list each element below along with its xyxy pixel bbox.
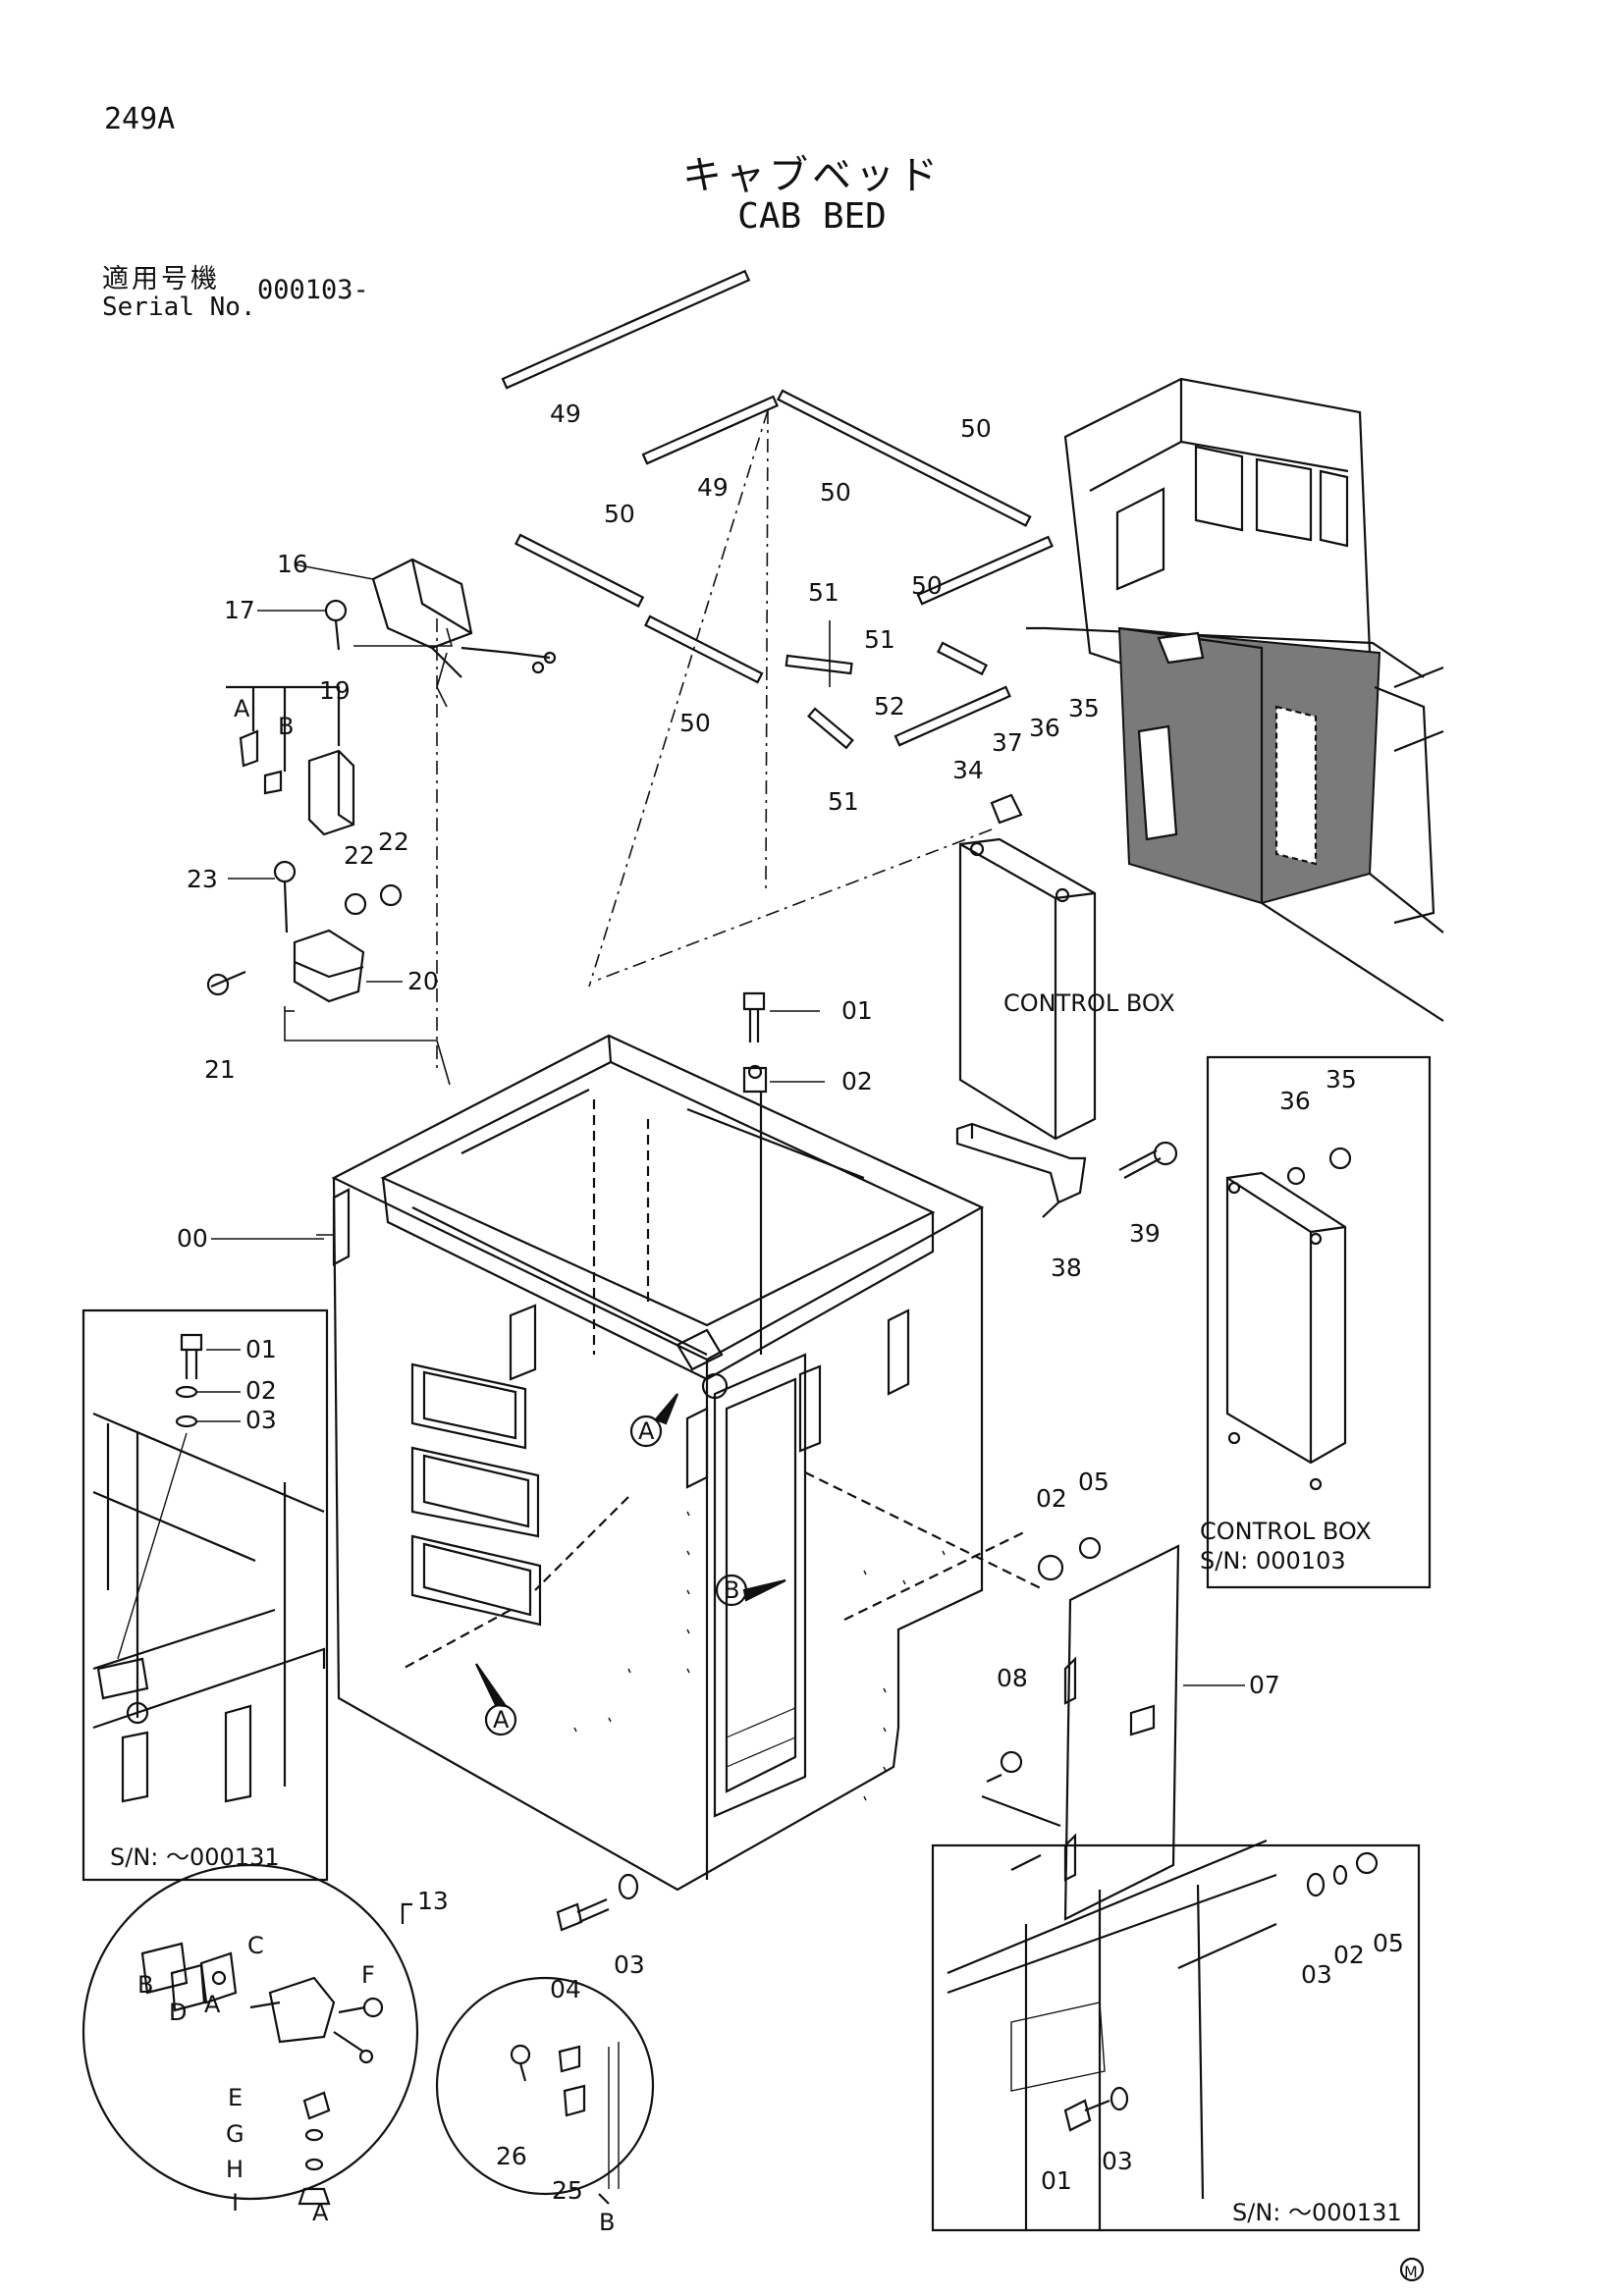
label-05-right: 05 bbox=[1373, 1929, 1404, 1957]
label-01-right: 01 bbox=[1041, 2166, 1072, 2195]
label-50e: 50 bbox=[679, 709, 711, 737]
detail-circle-b bbox=[435, 1976, 655, 2205]
page-title-en: CAB BED bbox=[737, 196, 887, 237]
page-code: 249A bbox=[104, 102, 176, 136]
door-07 bbox=[981, 1536, 1180, 1921]
letter-e-13: E bbox=[228, 2084, 243, 2111]
label-03-right-b: 03 bbox=[1102, 2147, 1133, 2175]
switch-19 bbox=[226, 685, 355, 836]
letter-a-13b: A bbox=[312, 2199, 329, 2226]
label-36b: 36 bbox=[1279, 1087, 1311, 1115]
label-50a: 50 bbox=[960, 414, 992, 443]
bolt-17 bbox=[324, 599, 348, 651]
letter-a-19: A bbox=[234, 695, 250, 722]
label-07: 07 bbox=[1249, 1671, 1280, 1699]
label-39: 39 bbox=[1129, 1219, 1161, 1248]
label-03-right: 03 bbox=[1301, 1960, 1332, 1989]
label-51a: 51 bbox=[808, 578, 839, 607]
serial-label-en: Serial No. bbox=[102, 293, 256, 322]
label-36a: 36 bbox=[1029, 714, 1060, 742]
label-52: 52 bbox=[874, 692, 905, 721]
label-13: 13 bbox=[417, 1887, 449, 1915]
letter-b-detail: B bbox=[599, 2209, 615, 2236]
cab-bed-box bbox=[331, 1034, 1042, 1892]
serial-value: 000103- bbox=[257, 275, 369, 305]
label-00: 00 bbox=[177, 1224, 208, 1253]
serial-label-jp: 適用号機 bbox=[102, 264, 220, 294]
roof-rails bbox=[501, 269, 1054, 750]
sn-right-label: S/N: ～000131 bbox=[1232, 2199, 1402, 2226]
label-05-mid: 05 bbox=[1078, 1468, 1110, 1496]
label-16: 16 bbox=[277, 550, 308, 578]
label-02-upper: 02 bbox=[841, 1067, 873, 1095]
label-21: 21 bbox=[204, 1055, 236, 1084]
label-17: 17 bbox=[224, 596, 255, 624]
label-26: 26 bbox=[496, 2142, 527, 2170]
page-mark: M bbox=[1404, 2263, 1418, 2281]
letter-b-19: B bbox=[278, 713, 294, 740]
callout-a-1: A bbox=[638, 1417, 655, 1445]
bolt-04-washer-03 bbox=[556, 1873, 639, 1932]
label-01-inset: 01 bbox=[245, 1335, 277, 1363]
label-23: 23 bbox=[187, 865, 218, 893]
callout-a-2: A bbox=[493, 1706, 510, 1734]
label-22b: 22 bbox=[378, 828, 409, 856]
label-34: 34 bbox=[952, 756, 984, 784]
control-box-label-2: CONTROL BOX bbox=[1200, 1518, 1372, 1545]
label-04: 04 bbox=[550, 1975, 581, 2003]
letter-g-13: G bbox=[226, 2120, 244, 2148]
label-50b: 50 bbox=[604, 500, 635, 528]
right-lower-inset-frame bbox=[931, 1839, 1421, 2232]
label-37: 37 bbox=[992, 728, 1023, 757]
control-box-upper bbox=[958, 793, 1097, 1141]
page-title-jp: キャブベッド bbox=[682, 153, 942, 198]
lamp-16 bbox=[371, 558, 557, 678]
label-50d: 50 bbox=[911, 571, 943, 600]
label-02-mid: 02 bbox=[1036, 1484, 1067, 1513]
label-03-inset: 03 bbox=[245, 1406, 277, 1434]
callout-b-1: B bbox=[724, 1576, 739, 1604]
bracket-20 bbox=[206, 860, 403, 1003]
label-49b: 49 bbox=[697, 473, 729, 502]
left-inset-frame bbox=[81, 1308, 329, 1882]
label-22a: 22 bbox=[344, 841, 375, 870]
label-20: 20 bbox=[407, 967, 439, 995]
letter-h-13: H bbox=[226, 2156, 244, 2183]
detail-circle-13 bbox=[81, 1863, 419, 2206]
letter-f-13: F bbox=[361, 1961, 375, 1989]
bracket-38 bbox=[955, 1122, 1178, 1218]
label-03-lower: 03 bbox=[614, 1950, 645, 1979]
label-02-right: 02 bbox=[1333, 1941, 1365, 1969]
label-51c: 51 bbox=[828, 787, 859, 816]
control-box-label: CONTROL BOX bbox=[1003, 989, 1175, 1017]
letter-c-13: C bbox=[247, 1932, 264, 1959]
label-08: 08 bbox=[997, 1664, 1028, 1692]
label-49a: 49 bbox=[550, 400, 581, 428]
label-51b: 51 bbox=[864, 625, 895, 654]
label-02-inset: 02 bbox=[245, 1376, 277, 1405]
letter-i-13: I bbox=[232, 2189, 239, 2216]
label-19: 19 bbox=[319, 676, 351, 705]
sn-000103-label: S/N: 000103 bbox=[1200, 1547, 1346, 1575]
label-35b: 35 bbox=[1326, 1065, 1357, 1094]
letter-b-13: B bbox=[137, 1971, 153, 1999]
label-25: 25 bbox=[552, 2176, 583, 2205]
sn-left-label: S/N: ～000131 bbox=[110, 1843, 280, 1871]
control-box-detail-frame bbox=[1206, 1055, 1432, 1589]
label-35a: 35 bbox=[1068, 694, 1100, 722]
label-38: 38 bbox=[1051, 1254, 1082, 1282]
callout-markers bbox=[475, 1393, 1425, 2282]
letter-d-13: D bbox=[169, 1999, 187, 2026]
bolt-01-upper bbox=[742, 991, 768, 1355]
cab-illustration bbox=[1026, 377, 1444, 1022]
label-01-upper: 01 bbox=[841, 996, 873, 1025]
label-50c: 50 bbox=[820, 478, 851, 507]
letter-a-13: A bbox=[204, 1991, 221, 2018]
